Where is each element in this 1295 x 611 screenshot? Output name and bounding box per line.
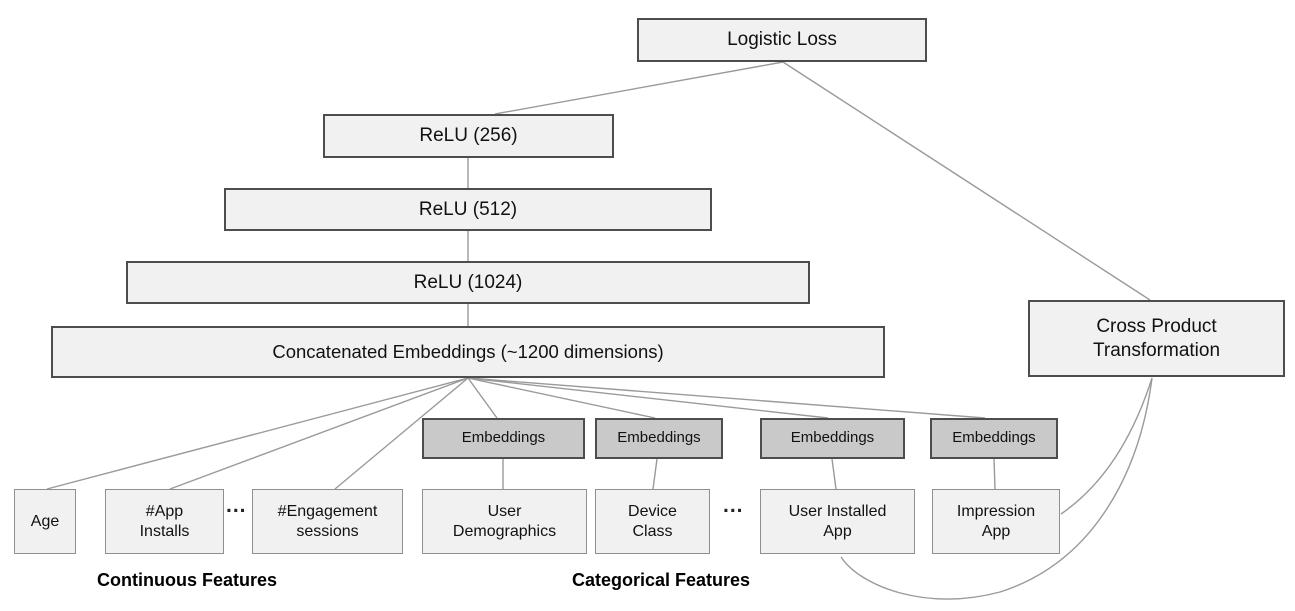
node-engagement-sessions: #Engagement sessions [252,489,403,554]
categorical-features-label: Categorical Features [572,570,751,590]
app-installs-line1: #App [145,502,184,520]
node-relu-512-label: ReLU (512) [418,198,518,220]
engagement-line2: sessions [296,522,359,540]
node-embeddings-2-label: Embeddings [617,429,701,447]
cross-product-line1: Cross Product [1096,315,1217,337]
node-embeddings-1-label: Embeddings [461,429,546,447]
cross-product-line2: Transformation [1092,339,1221,361]
device-class-line1: Device [628,502,677,520]
edge-concat-to-embeddings-3 [467,377,829,419]
app-installs-line2: Installs [139,522,190,540]
edge-embeddings3-to-user-installed-app [831,458,837,490]
edge-concat-to-embeddings-2 [467,377,656,419]
node-cross-product-transformation: Cross Product Transformation [1028,300,1285,377]
node-app-installs: #App Installs [105,489,224,554]
edge-logistic-loss-to-relu256 [494,61,784,115]
node-relu-1024: ReLU (1024) [126,261,810,304]
impression-app-line1: Impression [956,502,1036,520]
node-user-installed-app: User Installed App [760,489,915,554]
node-embeddings-3: Embeddings [760,418,905,459]
edge-logistic-loss-to-cross-product [782,61,1151,301]
node-impression-app: Impression App [932,489,1060,554]
node-embeddings-3-label: Embeddings [790,429,875,447]
edge-concat-to-engagement [334,377,469,490]
user-demographics-line1: User [487,502,522,520]
node-embeddings-1: Embeddings [422,418,585,459]
node-embeddings-2: Embeddings [595,418,723,459]
node-relu-256-label: ReLU (256) [419,125,518,147]
edge-concat-to-embeddings-4 [467,377,986,419]
user-demographics-line2: Demographics [452,522,557,540]
node-relu-512: ReLU (512) [224,188,712,231]
impression-app-line2: App [981,522,1011,540]
node-concatenated-embeddings-label: Concatenated Embeddings (~1200 dimension… [272,341,664,363]
node-embeddings-4: Embeddings [930,418,1058,459]
continuous-features-label: Continuous Features [97,570,278,590]
user-installed-app-line2: App [823,522,852,540]
engagement-line1: #Engagement [277,502,378,520]
node-concatenated-embeddings: Concatenated Embeddings (~1200 dimension… [51,326,885,378]
edge-concat-to-app-installs [169,377,469,490]
device-class-line2: Class [632,522,673,540]
node-logistic-loss: Logistic Loss [637,18,927,62]
edge-embeddings2-to-device-class [652,458,658,490]
node-age: Age [14,489,76,554]
continuous-ellipsis: ... [226,494,247,517]
edge-cross-product-to-impression-app [1060,377,1153,515]
node-embeddings-4-label: Embeddings [952,429,1036,447]
node-relu-1024-label: ReLU (1024) [413,271,523,293]
node-age-label: Age [30,512,60,530]
edge-cross-product-to-user-installed-app [840,377,1153,600]
node-device-class: Device Class [595,489,710,554]
node-relu-256: ReLU (256) [323,114,614,158]
edge-concat-to-embeddings-1 [467,377,498,419]
node-user-demographics: User Demographics [422,489,587,554]
user-installed-app-line1: User Installed [788,502,887,520]
edge-concat-to-age [46,377,469,490]
categorical-ellipsis: ... [723,494,744,517]
edge-embeddings4-to-impression-app [993,458,996,490]
node-logistic-loss-label: Logistic Loss [727,29,837,51]
